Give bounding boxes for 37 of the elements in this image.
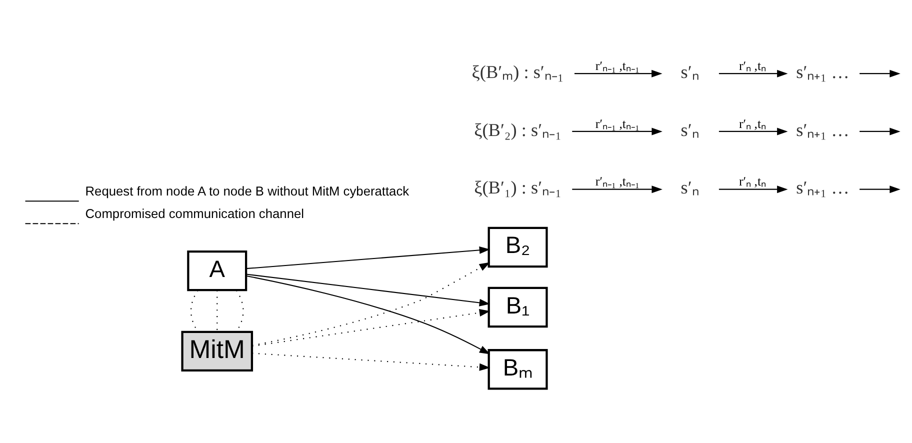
edge-label: r′ₙ ,tₙ (738, 116, 766, 131)
node-text: ξ(B′₂) : s′ₙ₋₁ (474, 120, 562, 140)
arrow (860, 70, 900, 78)
node-text: s′ₙ (680, 178, 699, 198)
arrow (574, 70, 662, 78)
edge-label: r′ₙ ,tₙ (738, 58, 766, 73)
edge-label: r′ₙ₋₁ ,tₙ₋₁ (595, 58, 640, 73)
arrow (572, 128, 662, 136)
node-box: MitM (181, 330, 254, 372)
edge-label: r′ₙ₋₁ ,tₙ₋₁ (595, 116, 640, 131)
edge-label: r′ₙ₋₁ ,tₙ₋₁ (595, 174, 640, 189)
node-text: s′ₙ₊₁ … (796, 120, 850, 140)
node-text: s′ₙ₊₁ … (796, 62, 850, 82)
arrow (718, 186, 788, 194)
arrow (246, 275, 490, 354)
arrow (860, 128, 900, 136)
arrow (252, 352, 490, 371)
node-box: Bₘ (488, 349, 548, 390)
node-box: B₁ (488, 286, 548, 328)
node-text: s′ₙ (680, 120, 699, 140)
arrow (718, 70, 788, 78)
arrow (252, 309, 490, 347)
legend-label: Compromised communication channel (85, 206, 304, 221)
arrow (246, 246, 490, 270)
arrow (572, 186, 662, 194)
node-text: ξ(B′ₘ) : s′ₙ₋₁ (472, 62, 564, 82)
node-text: ξ(B′₁) : s′ₙ₋₁ (474, 178, 562, 198)
arrow (246, 274, 490, 306)
arrow (718, 128, 788, 136)
legend-label: Request from node A to node B without MitM cyberattack (85, 183, 410, 198)
arrow (860, 186, 900, 194)
node-text: s′ₙ₊₁ … (796, 178, 850, 198)
arrow (252, 262, 490, 346)
node-text: s′ₙ (680, 62, 699, 82)
node-box: B₂ (488, 226, 548, 268)
node-box: A (187, 250, 248, 292)
edge-label: r′ₙ ,tₙ (738, 174, 766, 189)
